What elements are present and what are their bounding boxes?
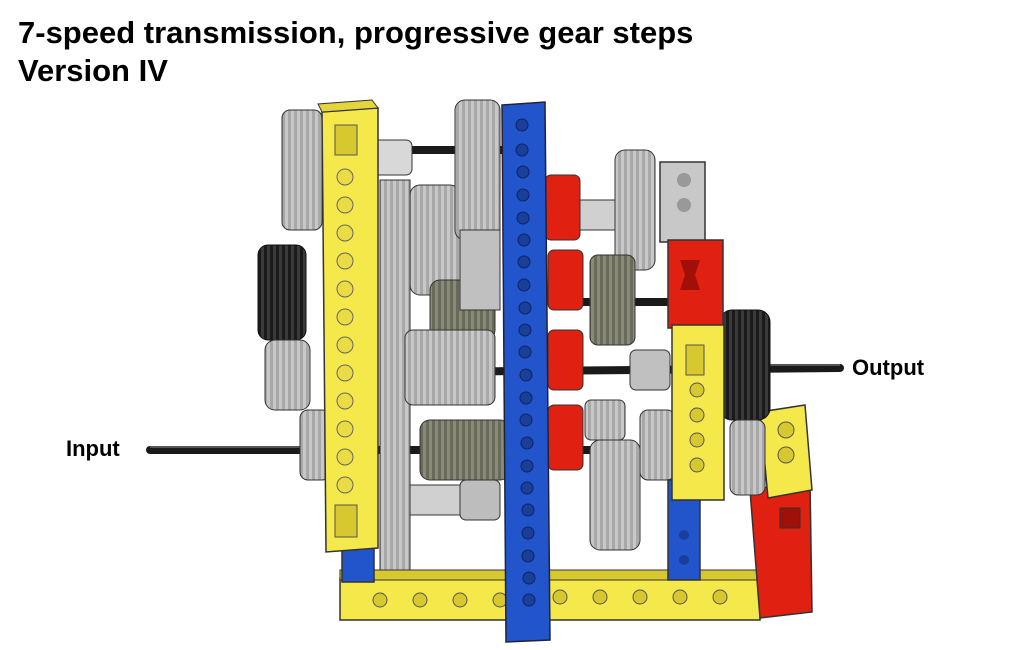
- yellow-beam-right: [671, 324, 725, 501]
- right-gear-cluster: [544, 149, 771, 551]
- red-beam-right: [667, 239, 724, 329]
- output-label: Output: [852, 355, 925, 380]
- left-gear-stack: [257, 109, 331, 481]
- blue-beam-center: [501, 101, 551, 643]
- gray-beam-top-right: [659, 161, 706, 243]
- page-title: 7-speed transmission, progressive gear s…: [18, 14, 693, 90]
- red-corner-piece: [749, 479, 813, 619]
- yellow-beam-left: [317, 99, 379, 553]
- input-label: Input: [66, 436, 120, 461]
- title-line-2: Version IV: [18, 53, 168, 88]
- yellow-small-beam-lower-right: [759, 404, 813, 499]
- title-line-1: 7-speed transmission, progressive gear s…: [18, 15, 694, 50]
- middle-gear-cluster: [371, 99, 511, 571]
